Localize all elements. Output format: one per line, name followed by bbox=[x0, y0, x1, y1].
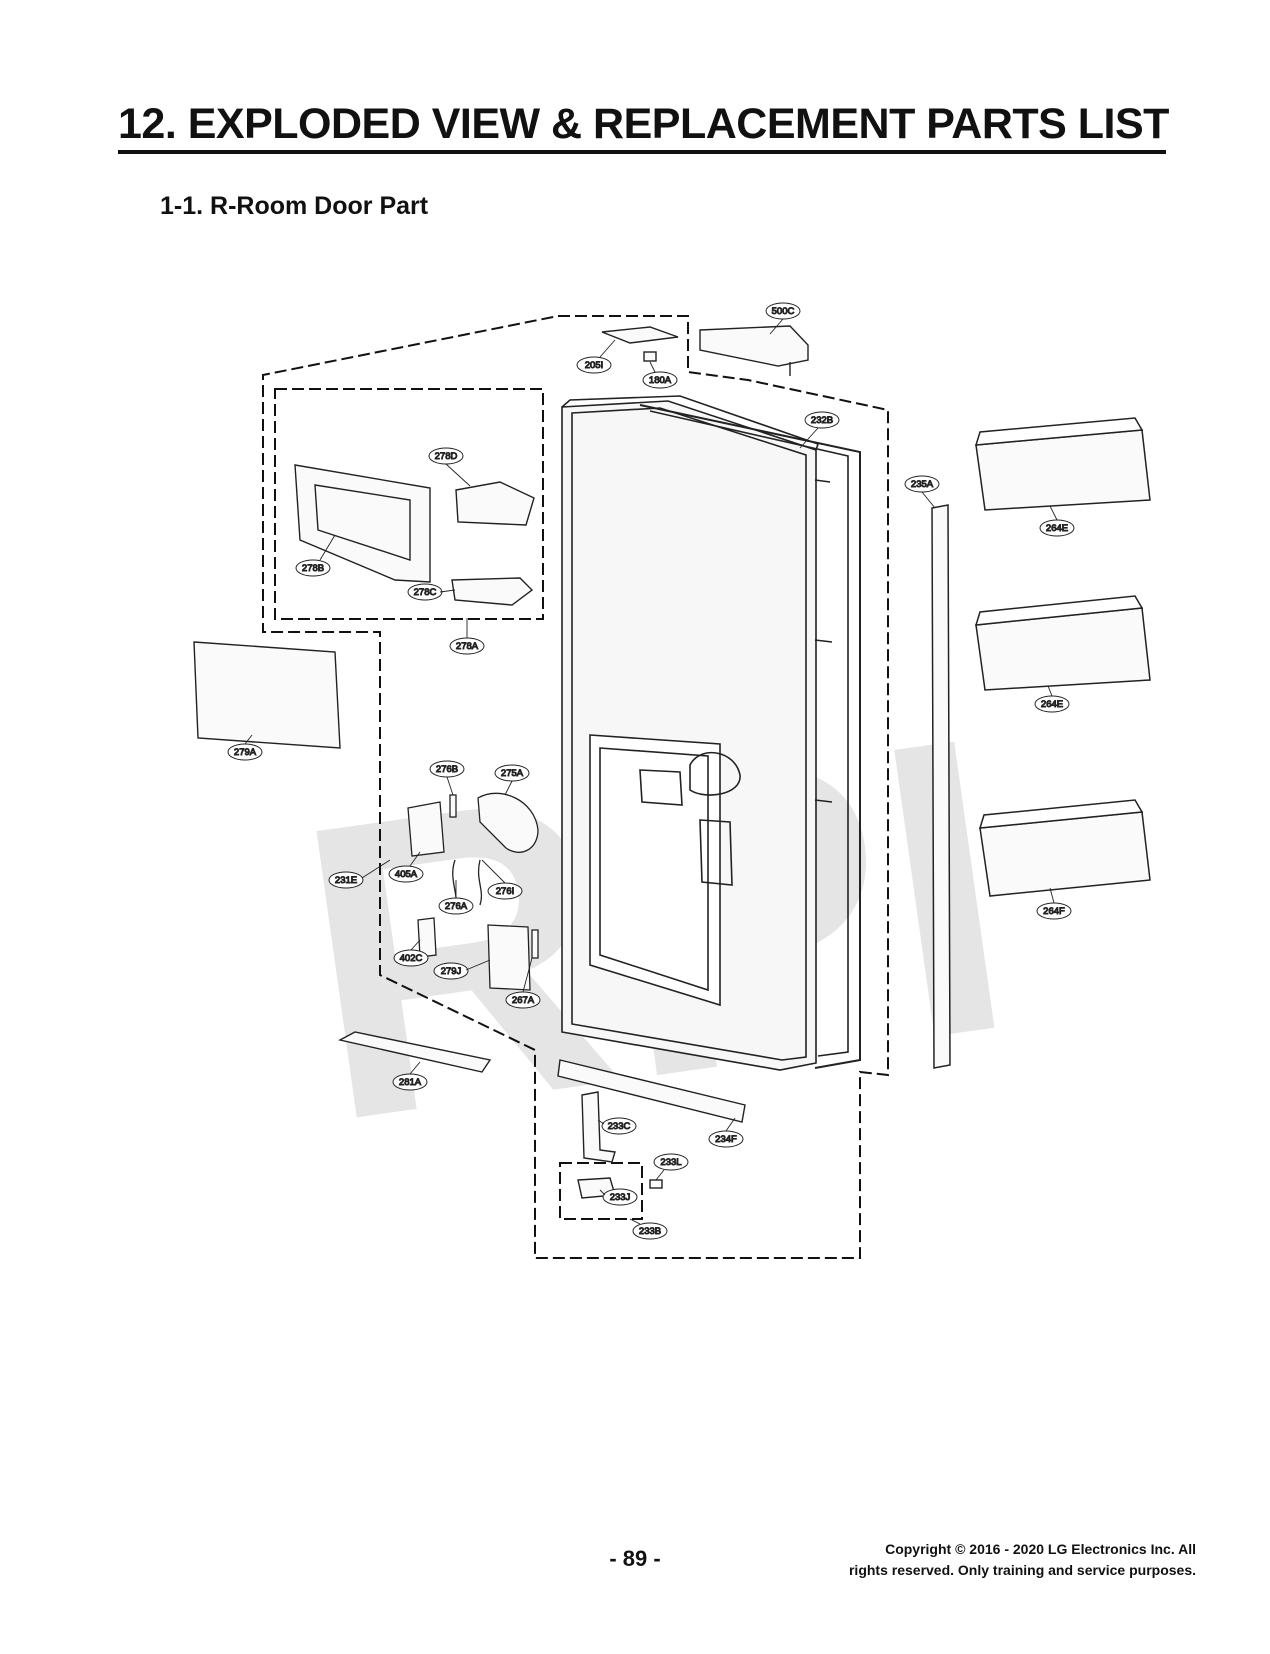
callout-180a: 180A bbox=[642, 371, 678, 389]
callout-405a: 405A bbox=[388, 865, 424, 883]
callout-278b: 278B bbox=[295, 559, 331, 577]
callout-264e-1: 264E bbox=[1039, 519, 1075, 537]
svg-text:275A: 275A bbox=[501, 768, 524, 779]
callout-275a: 275A bbox=[494, 764, 530, 782]
svg-text:235A: 235A bbox=[911, 479, 934, 490]
callouts: 500C 205I 180A 232B 278D 278B 278C 278A … bbox=[227, 302, 1075, 1240]
svg-text:233L: 233L bbox=[660, 1157, 681, 1168]
callout-276i: 276I bbox=[487, 882, 523, 900]
section-title: 1-1. R-Room Door Part bbox=[160, 192, 429, 220]
callout-278d: 278D bbox=[428, 447, 464, 465]
control-panel-cover bbox=[193, 641, 341, 749]
hinge-group-outline bbox=[559, 1162, 643, 1220]
callout-278c: 278C bbox=[407, 583, 443, 601]
svg-text:500C: 500C bbox=[772, 306, 795, 317]
svg-text:276B: 276B bbox=[436, 764, 458, 775]
callout-500c: 500C bbox=[765, 302, 801, 320]
callout-205i: 205I bbox=[576, 356, 612, 374]
svg-text:180A: 180A bbox=[649, 375, 672, 386]
dispenser-bracket-parts bbox=[294, 464, 535, 606]
copyright-notice: Copyright © 2016 - 2020 LG Electronics I… bbox=[776, 1539, 1196, 1581]
svg-text:264E: 264E bbox=[1046, 523, 1068, 534]
callout-233b: 233B bbox=[632, 1222, 668, 1240]
copyright-line-2: rights reserved. Only training and servi… bbox=[848, 1562, 1196, 1578]
callout-402c: 402C bbox=[393, 949, 429, 967]
svg-text:276A: 276A bbox=[445, 901, 468, 912]
svg-text:278C: 278C bbox=[414, 587, 437, 598]
svg-text:278B: 278B bbox=[302, 563, 324, 574]
svg-text:279A: 279A bbox=[234, 747, 257, 758]
page-title: 12. EXPLODED VIEW & REPLACEMENT PARTS LI… bbox=[118, 100, 1169, 148]
door-body bbox=[561, 395, 861, 1071]
svg-text:233J: 233J bbox=[610, 1192, 631, 1203]
callout-267a: 267A bbox=[505, 991, 541, 1009]
callout-276a: 276A bbox=[438, 897, 474, 915]
callout-279j: 279J bbox=[433, 962, 469, 980]
callout-235a: 235A bbox=[904, 475, 940, 493]
callout-233l: 233L bbox=[653, 1153, 689, 1171]
callout-231e: 231E bbox=[328, 871, 364, 889]
door-assembly-outline bbox=[262, 315, 889, 1259]
leader-lines bbox=[244, 318, 1058, 1225]
page-number: - 89 - bbox=[609, 1546, 661, 1571]
svg-text:405A: 405A bbox=[395, 869, 418, 880]
svg-text:279J: 279J bbox=[441, 966, 462, 977]
hinge-side-bar bbox=[931, 504, 951, 1069]
callout-264e-2: 264E bbox=[1034, 695, 1070, 713]
svg-text:278D: 278D bbox=[435, 451, 458, 462]
svg-text:205I: 205I bbox=[585, 360, 604, 371]
svg-text:232B: 232B bbox=[811, 415, 833, 426]
svg-text:402C: 402C bbox=[400, 953, 423, 964]
svg-text:233B: 233B bbox=[639, 1226, 661, 1237]
svg-text:233C: 233C bbox=[608, 1121, 631, 1132]
callout-233c: 233C bbox=[601, 1117, 637, 1135]
callout-233j: 233J bbox=[602, 1188, 638, 1206]
svg-text:267A: 267A bbox=[512, 995, 535, 1006]
callout-234f: 234F bbox=[708, 1130, 744, 1148]
svg-text:264E: 264E bbox=[1041, 699, 1063, 710]
door-bins bbox=[974, 417, 1151, 897]
copyright-line-1: Copyright © 2016 - 2020 LG Electronics I… bbox=[885, 1541, 1196, 1557]
top-parts bbox=[601, 325, 809, 376]
svg-text:234F: 234F bbox=[715, 1134, 737, 1145]
svg-text:278A: 278A bbox=[456, 641, 479, 652]
mechanism-parts bbox=[407, 792, 539, 991]
svg-text:264F: 264F bbox=[1043, 906, 1065, 917]
title-underline bbox=[118, 150, 1166, 154]
callout-279a: 279A bbox=[227, 743, 263, 761]
callout-264f: 264F bbox=[1036, 902, 1072, 920]
svg-text:276I: 276I bbox=[496, 886, 515, 897]
svg-text:281A: 281A bbox=[399, 1077, 422, 1088]
callout-278a: 278A bbox=[449, 637, 485, 655]
callout-232b: 232B bbox=[804, 411, 840, 429]
callout-276b: 276B bbox=[429, 760, 465, 778]
callout-281a: 281A bbox=[392, 1073, 428, 1091]
dispenser-bracket-group-outline bbox=[274, 388, 544, 620]
svg-text:231E: 231E bbox=[335, 875, 357, 886]
